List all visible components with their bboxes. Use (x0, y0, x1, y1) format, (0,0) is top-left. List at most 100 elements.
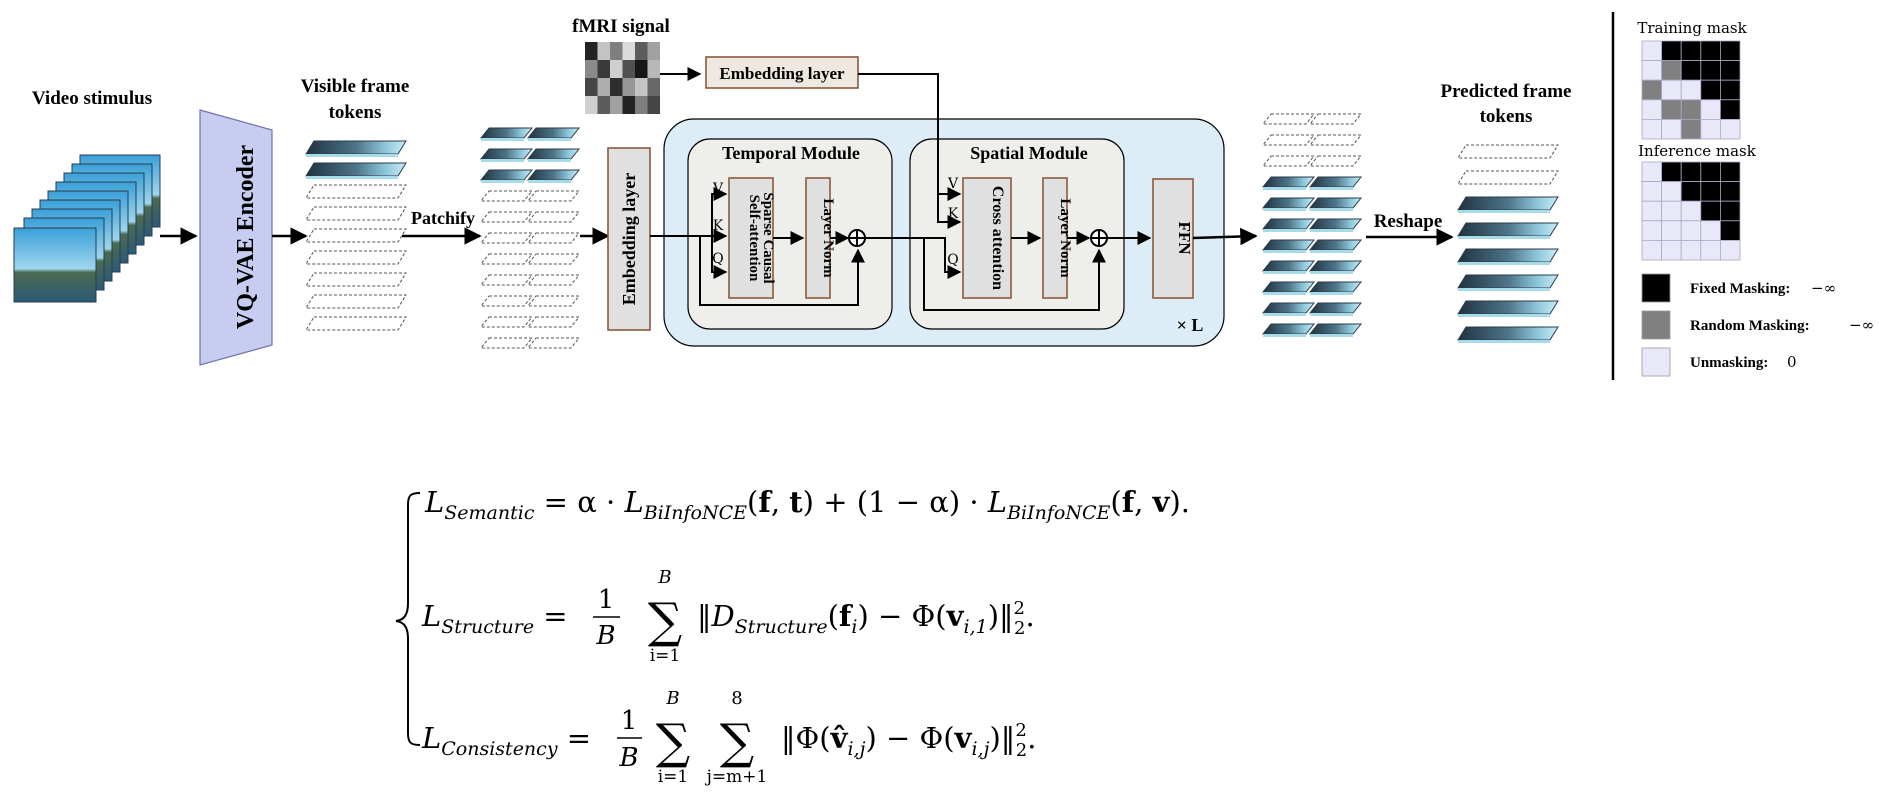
visible-token (305, 272, 407, 287)
embedding-layer-left-label: Embedding layer (619, 173, 639, 306)
fmri-signal-grid (585, 42, 660, 114)
fmri-cell (585, 60, 598, 78)
spatial-wiring (858, 73, 1152, 311)
mask-cell (1661, 161, 1682, 183)
patchify-label: Patchify (411, 208, 475, 228)
output-patch-token (1308, 281, 1363, 295)
equation-consistency: LConsistency = 1 B B ∑ i=1 8 ∑ j=m+1 ‖Φ(… (421, 688, 1036, 787)
mask-cell (1661, 220, 1682, 241)
predicted-frame-tokens-stack (1457, 144, 1559, 343)
sparse-causal-label-2: Self-attention (746, 195, 762, 282)
fmri-cell (635, 78, 648, 96)
mask-cell (1700, 99, 1721, 120)
legend-label: Fixed Masking: (1690, 281, 1790, 297)
legend-swatch (1641, 273, 1671, 303)
svg-text:B: B (618, 743, 638, 773)
inference-mask-grid (1641, 161, 1741, 261)
patch-token (479, 190, 534, 202)
predicted-token (1457, 274, 1559, 291)
svg-text:1: 1 (598, 585, 615, 615)
vqvae-encoder-label: VQ-VAE Encoder (233, 145, 259, 330)
fmri-cell (585, 96, 598, 114)
spatial-module-label: Spatial Module (970, 143, 1088, 163)
output-patch-token (1308, 134, 1363, 146)
times-l-label: × L (1177, 315, 1204, 335)
patch-token (479, 337, 534, 349)
output-patch-token (1308, 176, 1363, 190)
legend-value: 0 (1787, 353, 1797, 371)
embedding-layer-top-label: Embedding layer (719, 64, 845, 83)
svg-text:1: 1 (621, 706, 638, 736)
mask-cell (1641, 99, 1663, 120)
layer-norm-2-block (1042, 177, 1068, 299)
fmri-cell (597, 42, 610, 60)
output-patch-token (1261, 218, 1316, 232)
mask-cell (1680, 79, 1702, 101)
svg-text:‖Φ(v̂i,j) − Φ(vi,j)‖22.: ‖Φ(v̂i,j) − Φ(vi,j)‖22. (781, 720, 1036, 761)
visible-token (305, 228, 407, 243)
ffn-to-output-arrow (1192, 227, 1258, 246)
spatial-q-label: Q (947, 252, 958, 268)
layer-norm-1-label: Layer Norm (820, 198, 836, 278)
mask-cell (1641, 220, 1663, 241)
mask-cell (1641, 239, 1663, 261)
patch-token (479, 148, 534, 162)
predicted-token (1457, 144, 1559, 159)
patch-token (526, 274, 581, 286)
patch-token (526, 232, 581, 244)
predicted-token (1457, 170, 1559, 185)
svg-text:i=1: i=1 (658, 767, 689, 787)
patch-token (526, 295, 581, 307)
mask-cell (1720, 239, 1741, 261)
visible-token (305, 316, 407, 331)
reshape-label: Reshape (1374, 211, 1443, 232)
output-patch-token (1308, 302, 1363, 316)
mask-cell (1680, 40, 1702, 62)
mask-cell (1680, 181, 1702, 202)
embedding-layer-left-block (607, 147, 651, 331)
fmri-cell (647, 78, 660, 96)
fmri-cell (622, 78, 635, 96)
visible-token (305, 140, 407, 157)
mask-cell (1720, 200, 1741, 222)
fmri-cell (622, 42, 635, 60)
cross-attention-label: Cross attention (989, 186, 1006, 290)
mask-cell (1680, 119, 1702, 140)
video-stimulus-label: Video stimulus (32, 88, 152, 109)
layer-norm-1-block (805, 177, 831, 299)
mask-cell (1700, 161, 1721, 183)
fmri-cell (597, 78, 610, 96)
ffn-block (1152, 178, 1194, 299)
predicted-token (1457, 248, 1559, 265)
inference-mask-title: Inference mask (1638, 142, 1757, 160)
svg-text:j=m+1: j=m+1 (705, 767, 768, 787)
patch-token (479, 211, 534, 223)
output-patch-token (1308, 197, 1363, 211)
visible-token (305, 294, 407, 309)
mask-cell (1700, 119, 1721, 140)
patch-token (526, 337, 581, 349)
legend-label: Unmasking: (1690, 355, 1768, 371)
spatial-k-label: K (948, 206, 959, 222)
patch-token (526, 190, 581, 202)
visible-token (305, 184, 407, 199)
training-mask-title: Training mask (1637, 19, 1747, 37)
fmri-cell (647, 60, 660, 78)
output-patch-token (1308, 113, 1363, 125)
output-patch-token (1308, 155, 1363, 167)
mask-cell (1720, 99, 1741, 120)
fmri-cell (622, 96, 635, 114)
output-patch-token (1308, 218, 1363, 232)
mask-cell (1641, 200, 1663, 222)
fmri-cell (622, 60, 635, 78)
mask-cell (1661, 181, 1682, 202)
mask-cell (1661, 79, 1682, 101)
mask-cell (1680, 161, 1702, 183)
patch-token (526, 169, 581, 183)
fmri-cell (635, 60, 648, 78)
legend-swatch (1641, 310, 1671, 340)
svg-text:B: B (657, 567, 671, 588)
patch-token (526, 253, 581, 265)
output-patch-token (1261, 197, 1316, 211)
patch-token (479, 127, 534, 141)
